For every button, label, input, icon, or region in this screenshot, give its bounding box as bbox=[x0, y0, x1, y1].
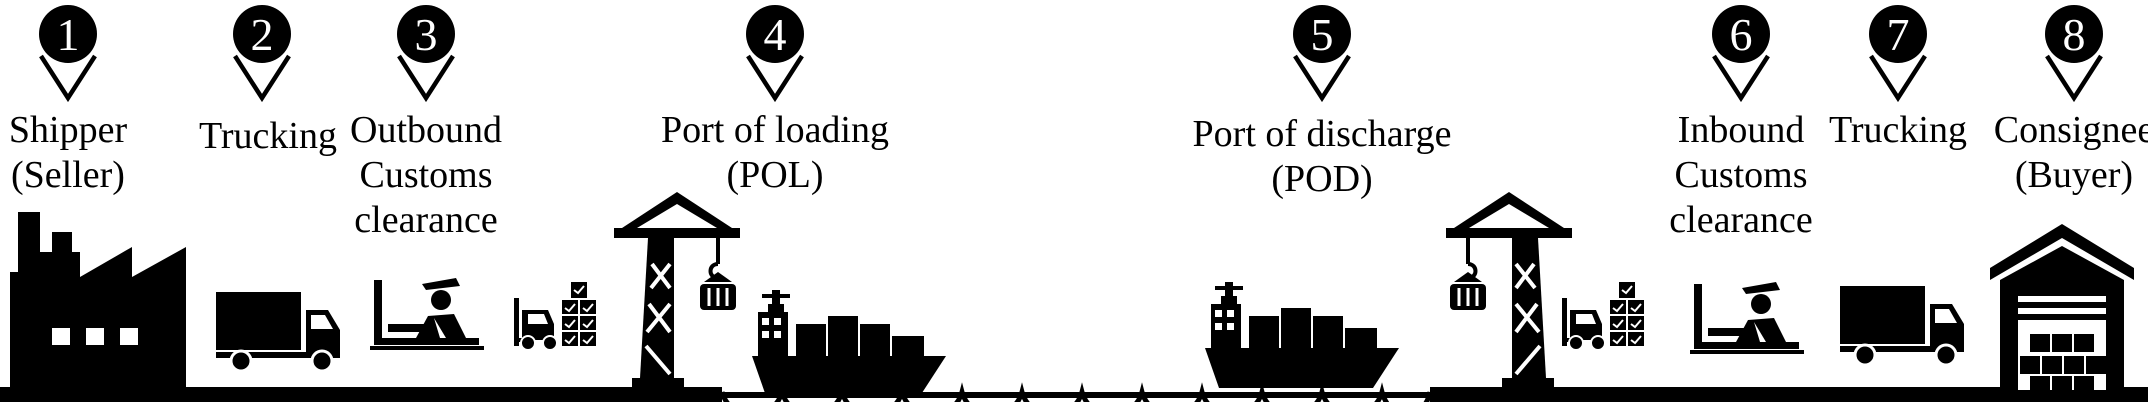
factory-icon bbox=[10, 212, 186, 392]
step-6-label-line-1: Inbound bbox=[1677, 109, 1805, 151]
step-7-label-line-1: Trucking bbox=[1829, 109, 1967, 151]
step-7-map-pin-icon: 7 bbox=[1869, 5, 1927, 98]
step-6-label-line-2: Customs bbox=[1674, 154, 1808, 196]
step-6-label-line-3: clearance bbox=[1669, 199, 1813, 241]
customs-officer-icon bbox=[1690, 282, 1804, 354]
step-2-label: Trucking bbox=[199, 114, 337, 159]
step-4-map-pin-icon: 4 bbox=[746, 5, 804, 98]
step-1-label: Shipper (Seller) bbox=[9, 108, 127, 198]
step-1-label-line-2: (Seller) bbox=[11, 154, 125, 196]
step-4-number: 4 bbox=[764, 9, 787, 60]
forklift-icon bbox=[1561, 281, 1645, 351]
cargo-ship-icon bbox=[1205, 282, 1399, 388]
step-5-label-line-2: (POD) bbox=[1271, 158, 1373, 200]
step-8-label-line-1: Consignee bbox=[1993, 109, 2148, 151]
step-7-number: 7 bbox=[1887, 9, 1910, 60]
step-4-label-line-2: (POL) bbox=[726, 154, 824, 196]
step-6-number: 6 bbox=[1730, 9, 1753, 60]
step-3-number: 3 bbox=[415, 9, 438, 60]
truck-icon bbox=[1838, 284, 1966, 367]
step-5-label-line-1: Port of discharge bbox=[1192, 113, 1452, 155]
step-3-label-line-1: Outbound bbox=[350, 109, 502, 151]
step-8-map-pin-icon: 8 bbox=[2045, 5, 2103, 98]
step-1-label-line-1: Shipper bbox=[8, 109, 128, 151]
cargo-ship-icon bbox=[752, 290, 946, 396]
step-5-map-pin-icon: 5 bbox=[1293, 5, 1351, 98]
step-4-label-line-1: Port of loading bbox=[661, 109, 889, 151]
step-8-label: Consignee (Buyer) bbox=[1994, 108, 2148, 198]
customs-officer-icon bbox=[370, 278, 484, 350]
step-2-number: 2 bbox=[251, 9, 274, 60]
forklift-icon bbox=[513, 281, 597, 351]
step-6-label: Inbound Customs clearance bbox=[1669, 108, 1812, 243]
warehouse-icon bbox=[1990, 224, 2134, 392]
step-3-label-line-3: clearance bbox=[354, 199, 498, 241]
truck-icon bbox=[214, 290, 342, 373]
step-1-number: 1 bbox=[57, 9, 80, 60]
step-1-map-pin-icon: 1 bbox=[39, 5, 97, 98]
step-2-map-pin-icon: 2 bbox=[233, 5, 291, 98]
step-2-label-line-1: Trucking bbox=[199, 115, 337, 157]
ground-line bbox=[0, 392, 2148, 398]
port-crane-icon bbox=[1444, 190, 1574, 394]
step-7-label: Trucking bbox=[1829, 108, 1967, 153]
step-3-label: Outbound Customs clearance bbox=[350, 108, 502, 243]
step-4-label: Port of loading (POL) bbox=[661, 108, 889, 198]
step-5-number: 5 bbox=[1311, 9, 1334, 60]
step-3-map-pin-icon: 3 bbox=[397, 5, 455, 98]
step-3-label-line-2: Customs bbox=[359, 154, 493, 196]
step-6-map-pin-icon: 6 bbox=[1712, 5, 1770, 98]
step-5-label: Port of discharge (POD) bbox=[1193, 112, 1452, 202]
step-8-number: 8 bbox=[2063, 9, 2086, 60]
port-crane-icon bbox=[612, 190, 742, 394]
step-8-label-line-2: (Buyer) bbox=[2014, 154, 2134, 196]
